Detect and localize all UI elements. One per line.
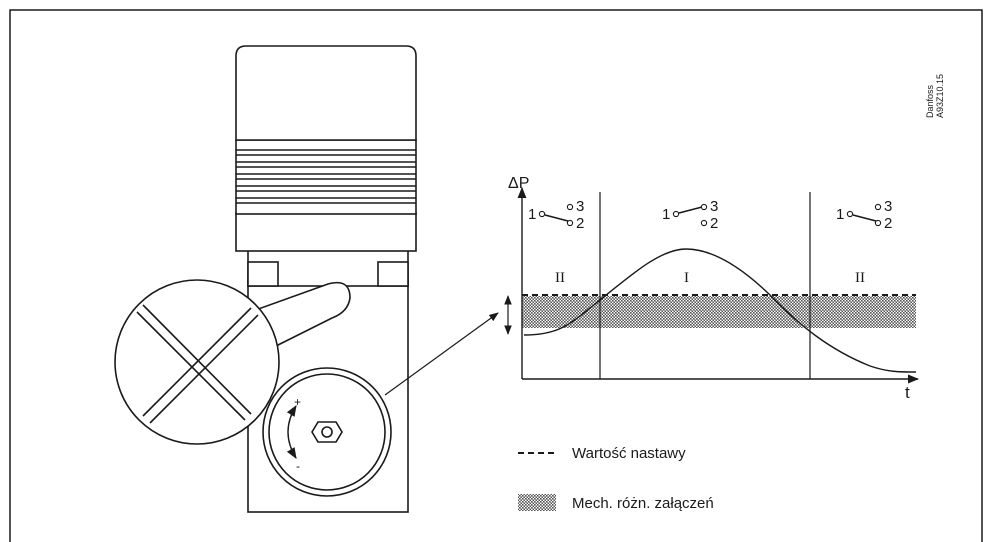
knob-cross bbox=[136, 304, 259, 424]
pressure-switch-device bbox=[114, 45, 417, 513]
svg-text:1: 1 bbox=[662, 206, 670, 223]
neck-block-right bbox=[377, 261, 409, 287]
x-axis-label: t bbox=[905, 383, 910, 402]
y-axis-label: ΔP bbox=[508, 175, 529, 192]
dial-to-chart-pointer bbox=[384, 312, 499, 396]
differential-band bbox=[522, 296, 916, 328]
legend: Wartość nastawy Mech. różn. załączeń bbox=[518, 445, 714, 512]
legend-setpoint-label: Wartość nastawy bbox=[572, 445, 686, 462]
watermark: Danfoss A93Z10.15 bbox=[925, 74, 945, 118]
svg-text:2: 2 bbox=[710, 215, 718, 232]
svg-text:2: 2 bbox=[576, 215, 584, 232]
neck-block-left bbox=[247, 261, 279, 287]
adjustment-arrow bbox=[286, 405, 297, 459]
figure-frame bbox=[9, 9, 983, 542]
diagram-chart bbox=[504, 186, 920, 384]
svg-text:3: 3 bbox=[576, 198, 584, 215]
dial-minus-label: - bbox=[296, 459, 300, 473]
switch-symbol-zone-3: 1 3 2 bbox=[836, 198, 892, 232]
cap-base bbox=[235, 212, 417, 252]
top-cap bbox=[235, 45, 417, 141]
bellows-ribs bbox=[236, 149, 416, 204]
svg-text:1: 1 bbox=[836, 206, 844, 223]
zone-label: II bbox=[855, 270, 865, 286]
pressure-curve bbox=[523, 248, 917, 373]
knob-arm bbox=[248, 281, 351, 352]
svg-text:3: 3 bbox=[710, 198, 718, 215]
legend-differential-label: Mech. różn. załączeń bbox=[572, 495, 714, 512]
switch-symbol-zone-2: 1 3 2 bbox=[662, 198, 718, 232]
dial-plus-label: + bbox=[294, 395, 301, 409]
switch-symbol-zone-1: 1 3 2 bbox=[528, 198, 584, 232]
svg-text:2: 2 bbox=[884, 215, 892, 232]
svg-text:3: 3 bbox=[884, 198, 892, 215]
zone-label: I bbox=[684, 270, 689, 286]
adjustment-dial-inner bbox=[268, 373, 386, 491]
legend-differential-swatch bbox=[518, 494, 556, 511]
zone-label: II bbox=[555, 270, 565, 286]
watermark-code: A93Z10.15 bbox=[935, 74, 945, 118]
svg-text:1: 1 bbox=[528, 206, 536, 223]
watermark-brand: Danfoss bbox=[925, 84, 935, 118]
